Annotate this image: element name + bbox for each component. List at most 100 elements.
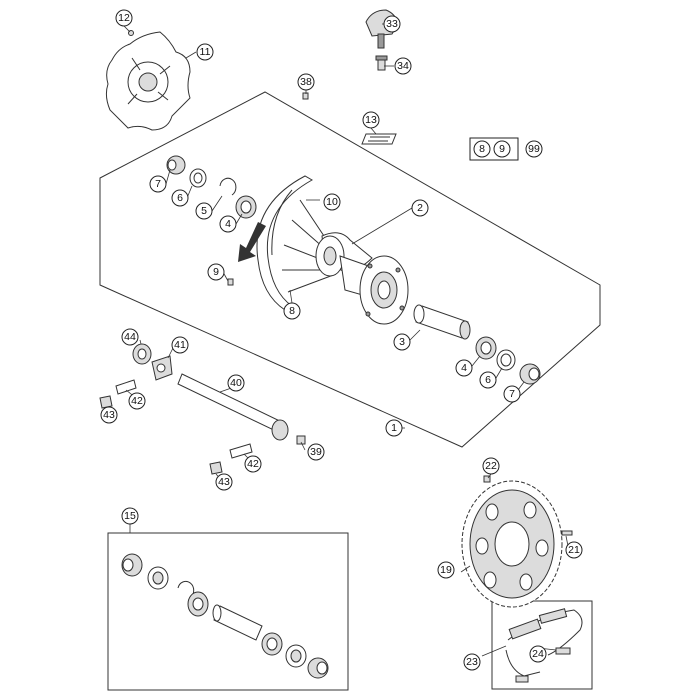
callout-43-right: 43: [215, 473, 233, 491]
callout-8-box-label: 8: [479, 143, 485, 155]
callout-13-label: 13: [365, 114, 377, 126]
callout-24-label: 24: [532, 648, 544, 660]
callout-12: 12: [115, 9, 133, 27]
callout-10: 10: [323, 193, 341, 211]
spoke-nipple-shape: [227, 278, 234, 286]
callout-38-label: 38: [300, 76, 312, 88]
axle-nut-shape: [132, 343, 152, 365]
callout-3: 3: [393, 333, 411, 351]
rim-tape-shape: [361, 133, 397, 145]
callout-4-left: 4: [219, 215, 237, 233]
callout-15-label: 15: [124, 510, 136, 522]
callout-2: 2: [411, 199, 429, 217]
callout-2-label: 2: [417, 202, 423, 214]
nipple-shape: [302, 92, 309, 100]
callout-9-box-label: 9: [499, 143, 505, 155]
callout-9-box: 9: [493, 140, 511, 158]
callout-9-spoke-label: 9: [213, 266, 219, 278]
callout-44: 44: [121, 328, 139, 346]
callout-33: 33: [383, 15, 401, 33]
callout-99: 99: [525, 140, 543, 158]
chain-adjuster-left-shape: [151, 355, 173, 381]
axle-shape: [177, 373, 289, 441]
locknut-left-shape: [99, 395, 113, 409]
sprocket-nut-shape: [483, 475, 491, 483]
callout-8-rim: 8: [283, 302, 301, 320]
sprocket-shape: [461, 480, 563, 608]
bearing-kit-parts: [121, 553, 329, 679]
sprocket-screw-shape: [561, 530, 573, 536]
callout-41-label: 41: [174, 339, 186, 351]
hub-shape: [315, 232, 409, 325]
chain-shape: [505, 608, 583, 677]
callout-6-left: 6: [171, 189, 189, 207]
callout-11-label: 11: [200, 46, 211, 58]
callout-99-label: 99: [528, 143, 540, 155]
callout-42-right: 42: [244, 455, 262, 473]
callout-13: 13: [362, 111, 380, 129]
callout-40: 40: [227, 374, 245, 392]
callout-6-right: 6: [479, 371, 497, 389]
seal-right-shape: [496, 349, 516, 371]
bearing-right-shape: [475, 336, 497, 360]
callout-7-right: 7: [503, 385, 521, 403]
spacer-left-shape: [166, 155, 186, 175]
callout-21-label: 21: [568, 544, 580, 556]
callout-23: 23: [463, 653, 481, 671]
circlip-left-shape: [219, 177, 237, 196]
callout-38: 38: [297, 73, 315, 91]
callout-19: 19: [437, 561, 455, 579]
cover-screw-shape: [375, 55, 388, 71]
callout-4-right: 4: [455, 359, 473, 377]
callout-7-right-label: 7: [509, 388, 515, 400]
adjuster-screw-right-shape: [229, 443, 253, 459]
callout-8-rim-label: 8: [289, 305, 295, 317]
spacer-right-shape: [519, 363, 541, 385]
callout-12-label: 12: [118, 12, 130, 24]
callout-6-left-label: 6: [177, 192, 183, 204]
callout-42-left-label: 42: [131, 395, 143, 407]
callout-8-box: 8: [473, 140, 491, 158]
callout-6-right-label: 6: [485, 374, 491, 386]
callout-4-right-label: 4: [461, 362, 467, 374]
callout-7-left-label: 7: [155, 178, 161, 190]
callout-3-label: 3: [399, 336, 405, 348]
wheel-assembly-frame: [99, 91, 601, 448]
callout-33-label: 33: [386, 18, 398, 30]
callout-43-left: 43: [100, 406, 118, 424]
callout-11: 11: [196, 43, 214, 61]
rotation-arrow-icon: [238, 222, 266, 262]
callout-15: 15: [121, 507, 139, 525]
bearing-left-shape: [235, 195, 257, 219]
callout-4-left-label: 4: [225, 218, 231, 230]
chain-kit-frame: [491, 600, 593, 690]
bearing-kit-frame: [107, 532, 349, 691]
callout-42-left: 42: [128, 392, 146, 410]
callout-5: 5: [195, 202, 213, 220]
callout-39: 39: [307, 443, 325, 461]
master-link-shape: [515, 647, 571, 683]
callout-40-label: 40: [230, 377, 242, 389]
callout-43-right-label: 43: [218, 476, 230, 488]
callout-41: 41: [171, 336, 189, 354]
callout-7-left: 7: [149, 175, 167, 193]
callout-34: 34: [394, 57, 412, 75]
brake-disc-shape: [105, 31, 191, 131]
seal-left-shape: [189, 168, 207, 188]
callout-1-label: 1: [391, 422, 397, 434]
callout-39-label: 39: [310, 446, 322, 458]
callout-21: 21: [565, 541, 583, 559]
callout-34-label: 34: [397, 60, 409, 72]
adjuster-screw-left-shape: [115, 379, 137, 395]
callout-9-spoke: 9: [207, 263, 225, 281]
spacer-tube-shape: [413, 304, 471, 340]
callout-5-label: 5: [201, 205, 207, 217]
callout-22-label: 22: [485, 460, 497, 472]
callout-24: 24: [529, 645, 547, 663]
callout-42-right-label: 42: [247, 458, 259, 470]
locknut-right-shape: [209, 461, 223, 475]
callout-23-label: 23: [466, 656, 478, 668]
callout-19-label: 19: [440, 564, 452, 576]
callout-44-label: 44: [124, 331, 136, 343]
